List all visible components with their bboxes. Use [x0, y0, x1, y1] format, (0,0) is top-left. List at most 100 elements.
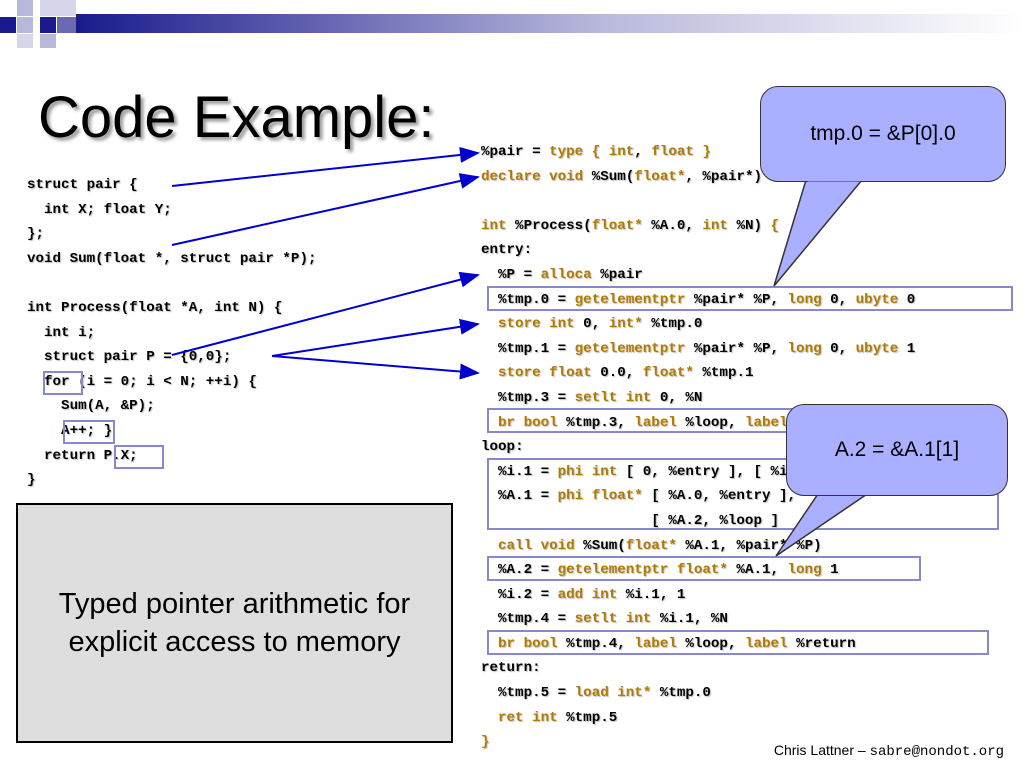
code-keyword: label	[744, 635, 788, 652]
code-keyword: void	[540, 537, 575, 554]
code-line: declare void %Sum(float*, %pair*)	[481, 168, 763, 185]
code-keyword: load	[574, 685, 609, 702]
code-keyword: label	[744, 414, 788, 431]
code-keyword: long	[787, 291, 822, 308]
highlight-br-tmp4	[487, 630, 989, 655]
code-line: %i.2 = add int %i.1, 1	[481, 586, 686, 603]
code-keyword: br	[498, 414, 516, 431]
code-keyword: ubyte	[855, 291, 899, 308]
code-line: %tmp.1 = getelementptr %pair* %P, long 0…	[481, 340, 916, 357]
code-keyword: store	[498, 365, 541, 382]
code-keyword: float*	[634, 168, 686, 185]
code-keyword: float*	[676, 562, 728, 579]
code-keyword: getelementptr	[557, 562, 669, 579]
code-keyword: bool	[523, 635, 558, 652]
code-keyword: type	[549, 144, 584, 160]
code-keyword: float*	[591, 217, 643, 234]
header-gradient-bar	[0, 0, 1024, 48]
c-source-code: struct pair { int X; float Y;};void Sum(…	[27, 173, 316, 493]
code-keyword: ret	[498, 709, 524, 726]
code-line	[27, 271, 316, 296]
author-name: Chris Lattner –	[773, 742, 870, 758]
code-keyword: int*	[617, 685, 652, 702]
code-keyword: getelementptr	[574, 291, 686, 308]
highlight-return-px	[114, 445, 164, 469]
code-keyword: setlt	[574, 611, 618, 628]
code-keyword: int	[702, 217, 728, 234]
code-line: int Process(float *A, int N) {	[27, 299, 283, 316]
code-line: int %Process(float* %A.0, int %N) {	[481, 217, 780, 234]
code-line: %P = alloca %pair	[481, 266, 643, 283]
header-decoration	[0, 0, 1024, 48]
code-keyword: getelementptr	[574, 340, 686, 357]
code-line: call void %Sum(float* %A.1, %pair* %P)	[498, 537, 822, 554]
code-keyword: float*	[625, 537, 677, 554]
code-line: return:	[481, 660, 541, 677]
code-keyword: int	[532, 709, 558, 726]
author-email: sabre@nondot.org	[869, 744, 1004, 760]
code-keyword: int	[481, 217, 507, 234]
code-line: %tmp.3 = setlt int 0, %N	[481, 389, 703, 406]
highlight-gep-a2	[487, 556, 921, 581]
summary-note: Typed pointer arithmetic for explicit ac…	[16, 503, 453, 743]
code-line: %tmp.4 = setlt int %i.1, %N	[481, 611, 728, 628]
code-line: %A.2 = getelementptr float* %A.1, long 1	[481, 562, 839, 579]
code-keyword: int	[591, 586, 618, 603]
slide-title: Code Example:	[38, 85, 435, 150]
code-line: int i;	[27, 324, 96, 341]
code-keyword: store	[498, 316, 541, 333]
code-keyword: }	[702, 144, 711, 160]
code-line: }	[27, 472, 36, 489]
code-keyword: float*	[591, 488, 643, 505]
code-keyword: label	[634, 414, 677, 431]
code-keyword: int	[549, 316, 575, 333]
code-line: ret int %tmp.5	[498, 709, 618, 726]
code-line: struct pair P = {0,0};	[27, 349, 232, 366]
callout-tmp0: tmp.0 = &P[0].0	[760, 86, 1006, 182]
code-line: [ %A.2, %loop ]	[481, 512, 779, 529]
code-keyword: void	[549, 168, 584, 185]
code-keyword: bool	[523, 414, 558, 431]
code-keyword: int	[608, 144, 635, 160]
code-keyword: declare	[481, 168, 541, 185]
code-line: %tmp.0 = getelementptr %pair* %P, long 0…	[481, 291, 916, 308]
code-line: A++; }	[27, 422, 113, 439]
highlight-a-increment	[63, 420, 115, 444]
callout-a2: A.2 = &A.1[1]	[786, 404, 1008, 496]
code-line: };	[27, 226, 45, 243]
code-keyword: setlt	[574, 389, 618, 406]
code-line: loop:	[481, 439, 524, 456]
code-keyword: float*	[642, 365, 694, 382]
code-keyword: phi	[557, 463, 584, 480]
code-keyword: {	[591, 144, 601, 160]
code-keyword: br	[498, 635, 516, 652]
code-keyword: long	[787, 562, 822, 579]
code-line: br bool %tmp.4, label %loop, label %retu…	[498, 635, 856, 652]
code-keyword: float	[549, 365, 592, 382]
code-line: struct pair {	[27, 177, 138, 193]
highlight-br-tmp3	[487, 408, 807, 433]
code-line: %pair = type { int, float }	[481, 144, 711, 160]
code-keyword: alloca	[540, 266, 592, 283]
code-line: }	[481, 730, 915, 755]
code-keyword: int	[591, 463, 618, 480]
code-line: store float 0.0, float* %tmp.1	[498, 365, 754, 382]
code-line: void Sum(float *, struct pair *P);	[27, 250, 317, 267]
code-keyword: }	[481, 734, 490, 751]
footer-credit: Chris Lattner – sabre@nondot.org	[774, 742, 1004, 760]
code-keyword: long	[787, 340, 822, 357]
highlight-gep-tmp0	[487, 286, 1013, 311]
code-keyword: label	[634, 635, 677, 652]
code-line: store int 0, int* %tmp.0	[498, 316, 703, 333]
code-line: entry:	[481, 242, 533, 259]
highlight-for-keyword	[43, 371, 83, 395]
code-keyword: call	[498, 537, 533, 554]
code-line	[481, 189, 915, 214]
code-keyword: float	[651, 144, 694, 160]
code-line: Sum(A, &P);	[27, 398, 155, 415]
code-keyword: add	[557, 586, 584, 603]
code-keyword: phi	[557, 488, 584, 505]
code-line: %A.1 = phi float* [ %A.0, %entry ],	[481, 488, 797, 505]
code-keyword: int*	[608, 316, 643, 333]
code-line: return P.X;	[27, 447, 138, 464]
